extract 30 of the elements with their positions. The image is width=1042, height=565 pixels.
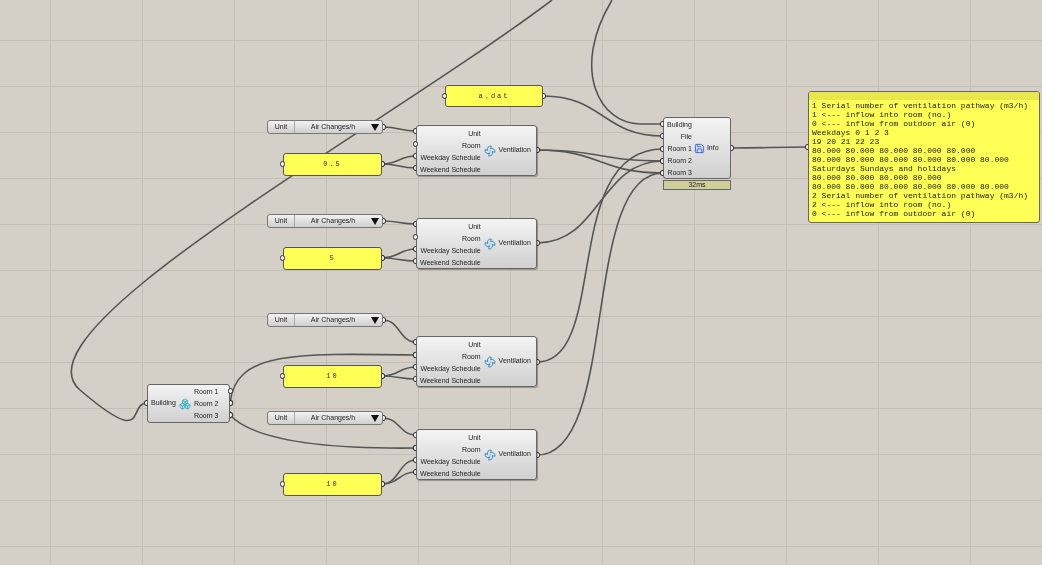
panel — [445, 85, 543, 107]
dropdown — [267, 214, 383, 228]
output-text-line: Saturdays Sundays and holidays — [812, 164, 958, 173]
output-text-line: 2 Serial number of ventilation pathway (m3/h) — [812, 191, 1030, 200]
component-box — [416, 429, 537, 480]
output-text-line: 80.000 80.000 80.000 80.000 80.000 80.000 — [812, 182, 1010, 191]
output-text-line: 80.000 80.000 80.000 80.000 80.000 — [812, 146, 977, 155]
output-text-line: 0 <--- inflow from outdoor air (0) — [812, 209, 977, 218]
panel — [283, 153, 382, 176]
dropdown — [267, 313, 383, 327]
output-text-line: Weekdays 0 1 2 3 — [812, 128, 890, 137]
dropdown — [267, 120, 383, 134]
panel — [283, 365, 382, 388]
component-box — [416, 336, 537, 387]
wire — [70, 0, 553, 422]
component-box — [416, 218, 537, 269]
component-box — [416, 125, 537, 176]
output-text-line: 0 <--- inflow from outdoor air (0) — [812, 119, 977, 128]
output-text-line: 80.000 80.000 80.000 80.000 80.000 80.000 — [812, 155, 1010, 164]
component-box — [663, 117, 731, 179]
output-text-line: 19 20 21 22 23 — [812, 137, 881, 146]
output-text-line: 80.000 80.000 80.000 80.000 — [812, 173, 943, 182]
panel — [283, 473, 382, 496]
dropdown — [267, 411, 383, 425]
output-text-line: 1 Serial number of ventilation pathway (m3/h) — [812, 101, 1030, 110]
output-text-line: 2 <--- inflow into room (no.) — [812, 200, 953, 209]
output-text-line: 1 <--- inflow into room (no.) — [812, 110, 953, 119]
panel — [283, 247, 382, 270]
component-box — [147, 384, 230, 423]
text-panel — [808, 91, 1040, 223]
